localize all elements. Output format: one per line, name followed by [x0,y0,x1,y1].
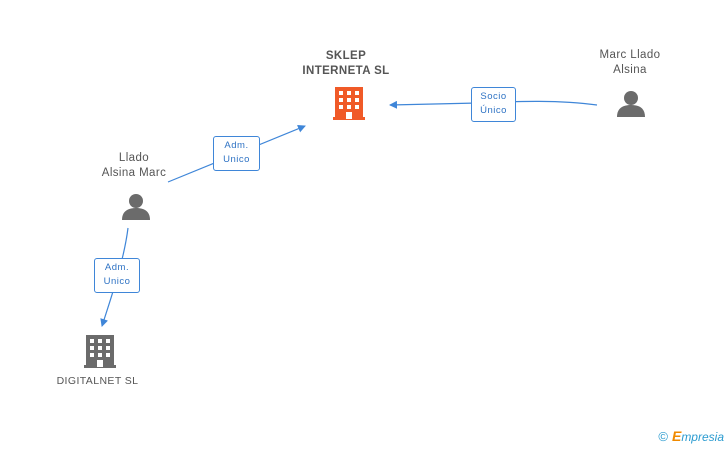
building-icon [333,87,365,120]
empresia-watermark: © Empresia [658,428,724,444]
edge-label-adm-unico: Adm. Unico [213,136,260,171]
person-name-marc[interactable]: Marc Llado Alsina [599,49,661,76]
person-icon [617,91,645,117]
building-icon [84,335,116,368]
copyright-symbol: © [658,428,668,444]
empresia-logo: Empresia [671,428,724,444]
person-name-llado[interactable]: Llado Alsina Marc [101,152,167,179]
edge-label-socio-unico: Socio Único [471,87,516,122]
company-name-sklep[interactable]: SKLEP INTERNETA SL [302,50,390,77]
company-name-digitalnet[interactable]: DIGITALNET SL [56,375,139,387]
person-icon [122,194,150,220]
edge-label-adm-unico: Adm. Unico [94,258,140,293]
